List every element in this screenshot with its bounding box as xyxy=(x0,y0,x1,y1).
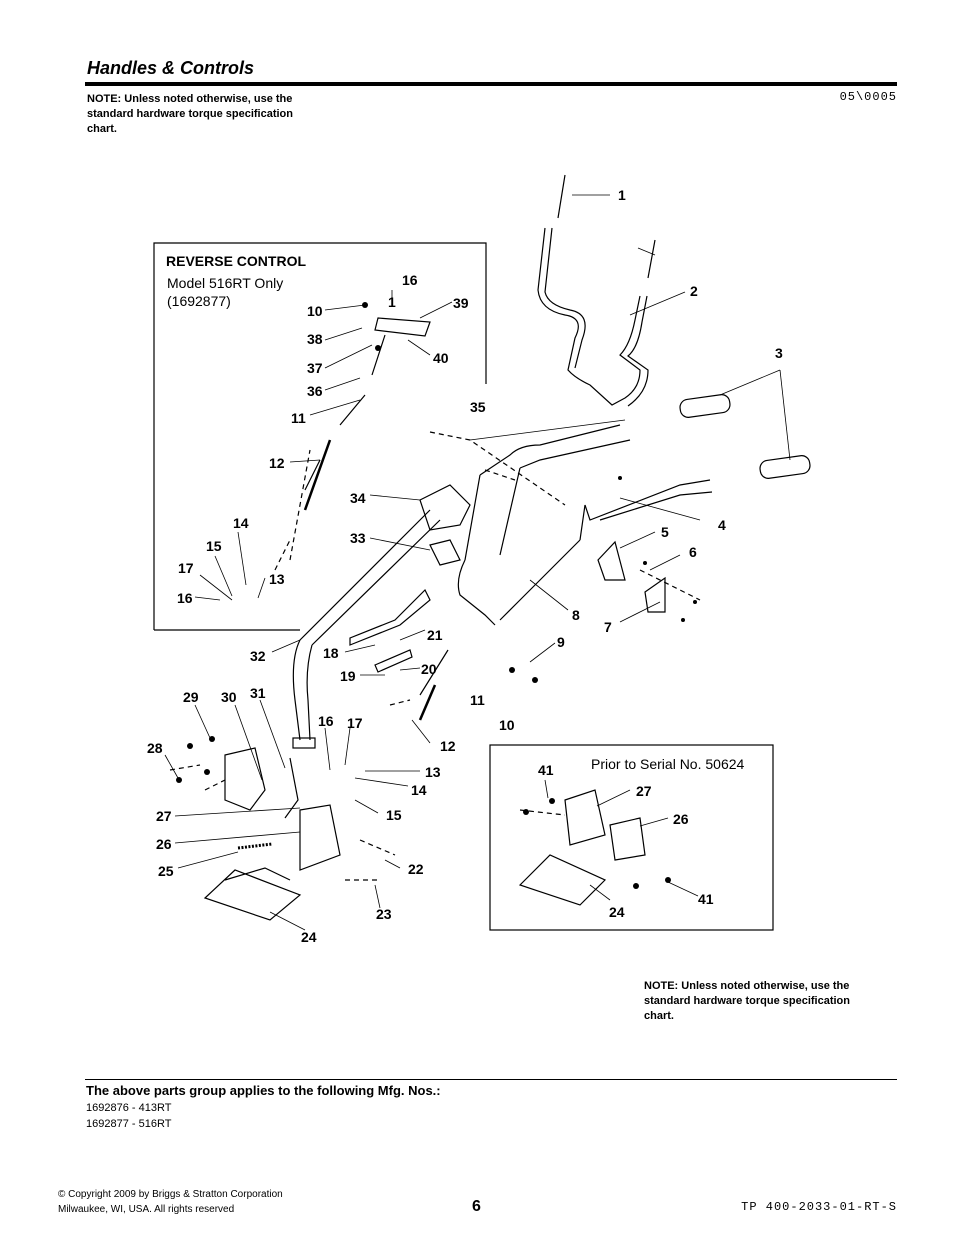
callout-number: 14 xyxy=(233,515,249,531)
callout-number: 21 xyxy=(427,627,443,643)
callout-number: 3 xyxy=(775,345,783,361)
callout-number: 12 xyxy=(269,455,285,471)
callout-number: 10 xyxy=(307,303,323,319)
reverse-control-partnum: (1692877) xyxy=(167,293,231,309)
callout-number: 15 xyxy=(206,538,222,554)
callout-number: 24 xyxy=(301,929,317,945)
callout-number: 23 xyxy=(376,906,392,922)
callout-number: 18 xyxy=(323,645,339,661)
copyright-line: © Copyright 2009 by Briggs & Stratton Co… xyxy=(58,1189,283,1200)
torque-note-bottom: NOTE: Unless noted otherwise, use the st… xyxy=(644,980,850,1022)
callout-number: 34 xyxy=(350,490,366,506)
header-rule xyxy=(85,82,897,86)
upper-handle xyxy=(537,174,656,406)
document-id: TP 400-2033-01-RT-S xyxy=(741,1200,897,1214)
callout-number: 8 xyxy=(572,607,580,623)
page-title: Handles & Controls xyxy=(87,58,255,78)
callout-number: 38 xyxy=(307,331,323,347)
callout-number: 32 xyxy=(250,648,266,664)
reverse-handle-tube xyxy=(292,509,441,741)
lower-brackets xyxy=(224,747,341,871)
callout-number: 41 xyxy=(698,891,714,907)
callout-number: 19 xyxy=(340,668,356,684)
callout-number: 17 xyxy=(347,715,363,731)
callout-number: 24 xyxy=(609,904,625,920)
callout-number: 31 xyxy=(250,685,266,701)
callout-number: 28 xyxy=(147,740,163,756)
copyright-line: Milwaukee, WI, USA. All rights reserved xyxy=(58,1204,235,1215)
torque-note-top: NOTE: Unless noted otherwise, use the st… xyxy=(87,93,293,135)
copyright: © Copyright 2009 by Briggs & Stratton Co… xyxy=(58,1187,283,1217)
page-number: 6 xyxy=(472,1198,481,1215)
prior-serial-box xyxy=(489,744,774,931)
callout-number: 15 xyxy=(386,807,402,823)
base-plate xyxy=(203,867,302,921)
callout-number: 5 xyxy=(661,524,669,540)
footer-rule xyxy=(85,1079,897,1080)
applies-heading: The above parts group applies to the fol… xyxy=(86,1083,441,1098)
mfg-number: 1692877 - 516RT xyxy=(86,1118,172,1130)
callout-number: 27 xyxy=(156,808,172,824)
callout-number: 39 xyxy=(453,295,469,311)
reverse-control-title: REVERSE CONTROL xyxy=(166,253,306,269)
callout-number: 6 xyxy=(689,544,697,560)
reverse-control-box xyxy=(153,242,487,630)
callout-number: 22 xyxy=(408,861,424,877)
callout-number: 1 xyxy=(388,294,396,310)
callout-number: 13 xyxy=(269,571,285,587)
callout-number: 20 xyxy=(421,661,437,677)
callout-number: 16 xyxy=(318,713,334,729)
callout-number: 36 xyxy=(307,383,323,399)
callout-number: 12 xyxy=(440,738,456,754)
callout-number: 25 xyxy=(158,863,174,879)
callout-number: 26 xyxy=(673,811,689,827)
callout-number: 30 xyxy=(221,689,237,705)
reverse-control-model: Model 516RT Only xyxy=(167,275,283,291)
callout-number: 29 xyxy=(183,689,199,705)
callout-number: 26 xyxy=(156,836,172,852)
callout-number: 16 xyxy=(177,590,193,606)
callout-number: 16 xyxy=(402,272,418,288)
callout-number: 10 xyxy=(499,717,515,733)
callout-number: 7 xyxy=(604,619,612,635)
diagram-code: 05\0005 xyxy=(839,90,897,104)
callout-number: 9 xyxy=(557,634,565,650)
callout-number: 14 xyxy=(411,782,427,798)
callout-number: 27 xyxy=(636,783,652,799)
mfg-number: 1692876 - 413RT xyxy=(86,1102,172,1114)
prior-serial-title: Prior to Serial No. 50624 xyxy=(591,756,745,772)
callout-number: 1 xyxy=(618,187,626,203)
lower-handle-frame xyxy=(457,424,713,626)
callout-number: 11 xyxy=(470,692,485,708)
callout-number: 40 xyxy=(433,350,449,366)
callout-number: 35 xyxy=(470,399,486,415)
callout-number: 41 xyxy=(538,762,554,778)
callout-number: 13 xyxy=(425,764,441,780)
callout-number: 11 xyxy=(291,410,306,426)
callout-number: 17 xyxy=(178,560,194,576)
callout-number: 37 xyxy=(307,360,323,376)
callout-number: 2 xyxy=(690,283,698,299)
callout-number: 33 xyxy=(350,530,366,546)
callout-number: 4 xyxy=(718,517,726,533)
